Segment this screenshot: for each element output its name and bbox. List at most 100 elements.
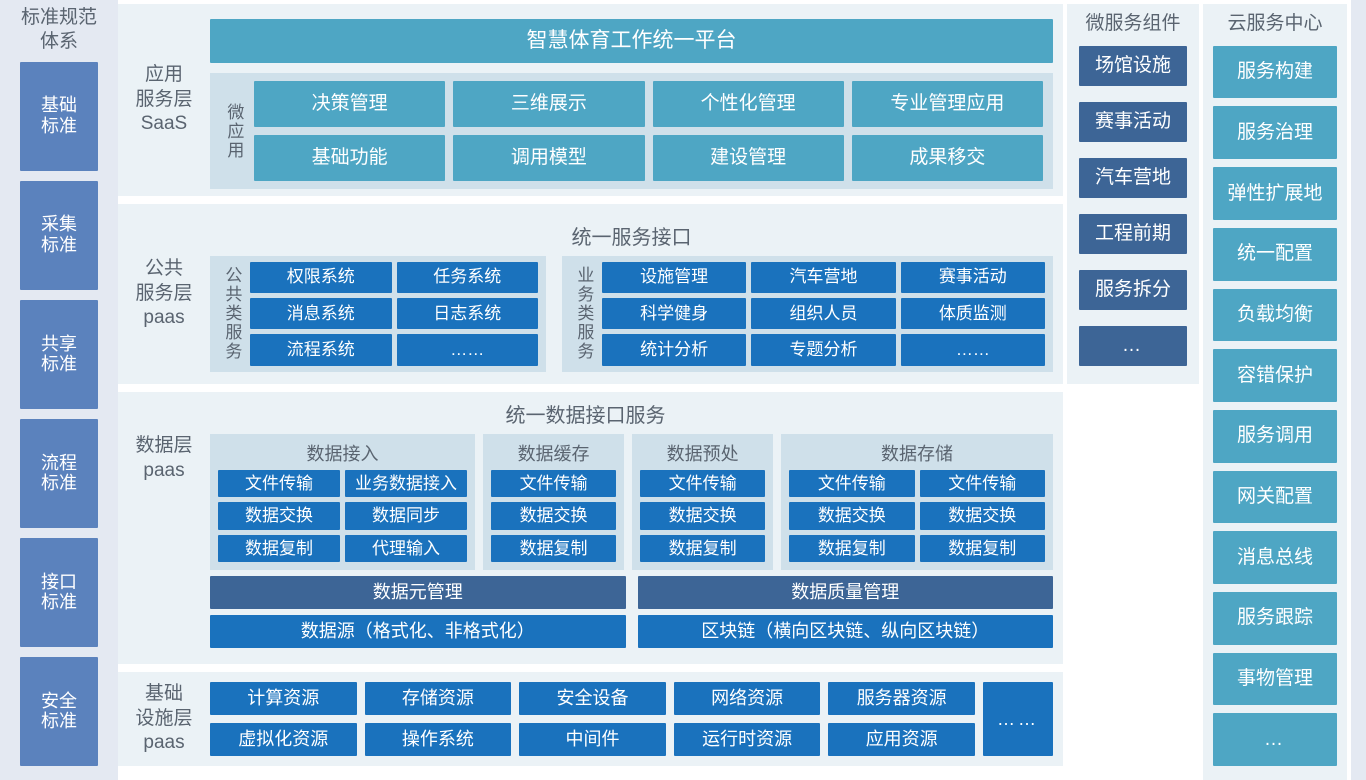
data-layer-content: 数据接入 文件传输 业务数据接入 数据交换 数据同步 数据复制 代理输入 xyxy=(210,434,1053,664)
standards-item-5[interactable]: 安全标准 xyxy=(20,656,98,766)
cloud-item-8[interactable]: 消息总线 xyxy=(1213,531,1337,584)
data-storage-tile-2[interactable]: 数据交换 xyxy=(789,502,915,530)
public-service-tile-3[interactable]: 日志系统 xyxy=(396,297,538,330)
business-service-tile-0[interactable]: 设施管理 xyxy=(602,261,747,293)
data-preprocess-tile-2[interactable]: 数据复制 xyxy=(640,534,766,562)
infra-tile-6[interactable]: 操作系统 xyxy=(364,723,512,756)
public-service-layer-body: 统一服务接口 公共类服务 权限系统 任务系统 消息系统 日志系统 流程系统 …… xyxy=(210,213,1053,376)
infra-tile-1[interactable]: 存储资源 xyxy=(364,682,512,715)
standards-item-3[interactable]: 流程标准 xyxy=(20,418,98,528)
micro-app-panel: 微应用 决策管理 三维展示 个性化管理 专业管理应用 基础功能 调用模型 建设管… xyxy=(210,73,1053,189)
data-meta-management-bar[interactable]: 数据元管理 xyxy=(210,576,626,609)
data-cache-tile-2[interactable]: 数据复制 xyxy=(491,534,617,562)
infra-tile-0[interactable]: 计算资源 xyxy=(210,682,357,715)
data-preprocess-tile-0[interactable]: 文件传输 xyxy=(640,470,766,498)
infra-tile-2[interactable]: 安全设备 xyxy=(519,682,666,715)
standards-column-title: 标准规范体系 xyxy=(20,7,97,52)
data-ingest-tile-1[interactable]: 业务数据接入 xyxy=(345,470,468,498)
business-service-tile-7[interactable]: 专题分析 xyxy=(751,334,896,366)
microservice-more-item[interactable]: … xyxy=(1079,325,1187,366)
cloud-item-1[interactable]: 服务治理 xyxy=(1213,106,1337,160)
business-service-tile-6[interactable]: 统计分析 xyxy=(602,334,747,366)
business-service-tile-8[interactable]: …… xyxy=(900,334,1045,366)
infra-tile-8[interactable]: 运行时资源 xyxy=(673,723,821,756)
app-tile-3[interactable]: 专业管理应用 xyxy=(851,81,1043,127)
business-service-tile-1[interactable]: 汽车营地 xyxy=(751,261,896,293)
public-service-tile-5[interactable]: …… xyxy=(396,334,538,366)
cloud-item-4[interactable]: 负载均衡 xyxy=(1213,288,1337,342)
business-class-service-group: 业务类服务 设施管理 汽车营地 赛事活动 科学健身 组织人员 体质监测 统计分析… xyxy=(562,255,1053,372)
standards-item-1[interactable]: 采集标准 xyxy=(20,180,98,290)
app-tile-4[interactable]: 基础功能 xyxy=(254,135,446,181)
data-preprocess-tile-1[interactable]: 数据交换 xyxy=(640,502,766,530)
data-cache-tile-1[interactable]: 数据交换 xyxy=(491,502,617,530)
cloud-more-item[interactable]: … xyxy=(1213,713,1337,766)
data-ingest-tile-4[interactable]: 数据复制 xyxy=(218,534,341,562)
microservice-item-2[interactable]: 汽车营地 xyxy=(1079,157,1187,198)
cloud-item-0[interactable]: 服务构建 xyxy=(1213,45,1337,99)
infra-tile-7[interactable]: 中间件 xyxy=(519,723,666,756)
standards-item-4[interactable]: 接口标准 xyxy=(20,537,98,647)
app-tile-5[interactable]: 调用模型 xyxy=(453,135,645,181)
data-source-bar[interactable]: 数据源（格式化、非格式化） xyxy=(210,615,626,648)
public-service-tile-0[interactable]: 权限系统 xyxy=(250,261,392,293)
blockchain-bar[interactable]: 区块链（横向区块链、纵向区块链） xyxy=(637,615,1053,648)
cloud-item-5[interactable]: 容错保护 xyxy=(1213,349,1337,402)
public-service-tile-2[interactable]: 消息系统 xyxy=(250,297,392,330)
infra-tile-3[interactable]: 网络资源 xyxy=(673,682,821,715)
cloud-item-2[interactable]: 弹性扩展地 xyxy=(1213,167,1337,220)
infra-tile-9[interactable]: 应用资源 xyxy=(828,723,975,756)
public-service-tile-4[interactable]: 流程系统 xyxy=(250,334,392,366)
microservice-item-3[interactable]: 工程前期 xyxy=(1079,213,1187,254)
data-storage-tile-4[interactable]: 数据复制 xyxy=(789,534,915,562)
infra-tile-4[interactable]: 服务器资源 xyxy=(828,682,975,715)
microservice-item-0[interactable]: 场馆设施 xyxy=(1079,45,1187,86)
standards-item-2[interactable]: 共享标准 xyxy=(20,299,98,409)
data-storage-tile-0[interactable]: 文件传输 xyxy=(789,470,915,498)
app-tile-7[interactable]: 成果移交 xyxy=(851,135,1043,181)
cloud-item-10[interactable]: 事物管理 xyxy=(1213,652,1337,706)
app-tile-1[interactable]: 三维展示 xyxy=(453,81,645,127)
microservice-item-1[interactable]: 赛事活动 xyxy=(1079,101,1187,142)
data-storage-tile-1[interactable]: 文件传输 xyxy=(919,470,1045,498)
micro-app-vertical-label: 微应用 xyxy=(224,102,244,160)
public-service-tile-1[interactable]: 任务系统 xyxy=(396,261,538,293)
app-tile-0[interactable]: 决策管理 xyxy=(254,81,446,127)
data-group-cache: 数据缓存 文件传输 数据交换 数据复制 xyxy=(483,434,625,570)
infra-tile-5[interactable]: 虚拟化资源 xyxy=(210,723,357,756)
cloud-item-9[interactable]: 服务跟踪 xyxy=(1213,591,1337,645)
cloud-item-6[interactable]: 服务调用 xyxy=(1213,409,1337,463)
data-management-bars: 数据元管理 数据源（格式化、非格式化） 数据质量管理 区块链（横向区块链、纵向区… xyxy=(210,576,1053,648)
data-ingest-tile-2[interactable]: 数据交换 xyxy=(218,502,341,530)
data-ingest-tile-5[interactable]: 代理输入 xyxy=(345,534,468,562)
data-quality-management-bar[interactable]: 数据质量管理 xyxy=(637,576,1053,609)
data-ingest-tile-0[interactable]: 文件传输 xyxy=(218,470,341,498)
app-tile-2[interactable]: 个性化管理 xyxy=(652,81,844,127)
business-service-tile-4[interactable]: 组织人员 xyxy=(751,297,896,330)
unified-data-interface-title: 统一数据接口服务 xyxy=(505,405,666,427)
microservice-item-4[interactable]: 服务拆分 xyxy=(1079,269,1187,310)
cloud-item-3[interactable]: 统一配置 xyxy=(1213,227,1337,281)
data-group-storage: 数据存储 文件传输 文件传输 数据交换 数据交换 数据复制 数据复制 xyxy=(781,434,1053,570)
standards-item-0[interactable]: 基础标准 xyxy=(20,61,98,171)
business-service-tile-3[interactable]: 科学健身 xyxy=(602,297,747,330)
cloud-item-7[interactable]: 网关配置 xyxy=(1213,470,1337,524)
data-ingest-tile-3[interactable]: 数据同步 xyxy=(345,502,468,530)
standards-column: 标准规范体系 基础标准 采集标准 共享标准 流程标准 接口标准 安全标准 xyxy=(0,0,118,780)
business-service-tile-2[interactable]: 赛事活动 xyxy=(900,261,1045,293)
app-tile-6[interactable]: 建设管理 xyxy=(652,135,844,181)
data-group-cache-grid: 文件传输 数据交换 数据复制 xyxy=(491,470,617,562)
data-storage-tile-3[interactable]: 数据交换 xyxy=(919,502,1045,530)
data-storage-tile-5[interactable]: 数据复制 xyxy=(919,534,1045,562)
data-group-row: 数据接入 文件传输 业务数据接入 数据交换 数据同步 数据复制 代理输入 xyxy=(210,434,1053,570)
business-service-tile-5[interactable]: 体质监测 xyxy=(900,297,1045,330)
public-class-service-vlabel: 公共类服务 xyxy=(222,266,242,361)
data-cache-tile-0[interactable]: 文件传输 xyxy=(491,470,617,498)
infra-more-tile[interactable]: …… xyxy=(983,682,1053,756)
